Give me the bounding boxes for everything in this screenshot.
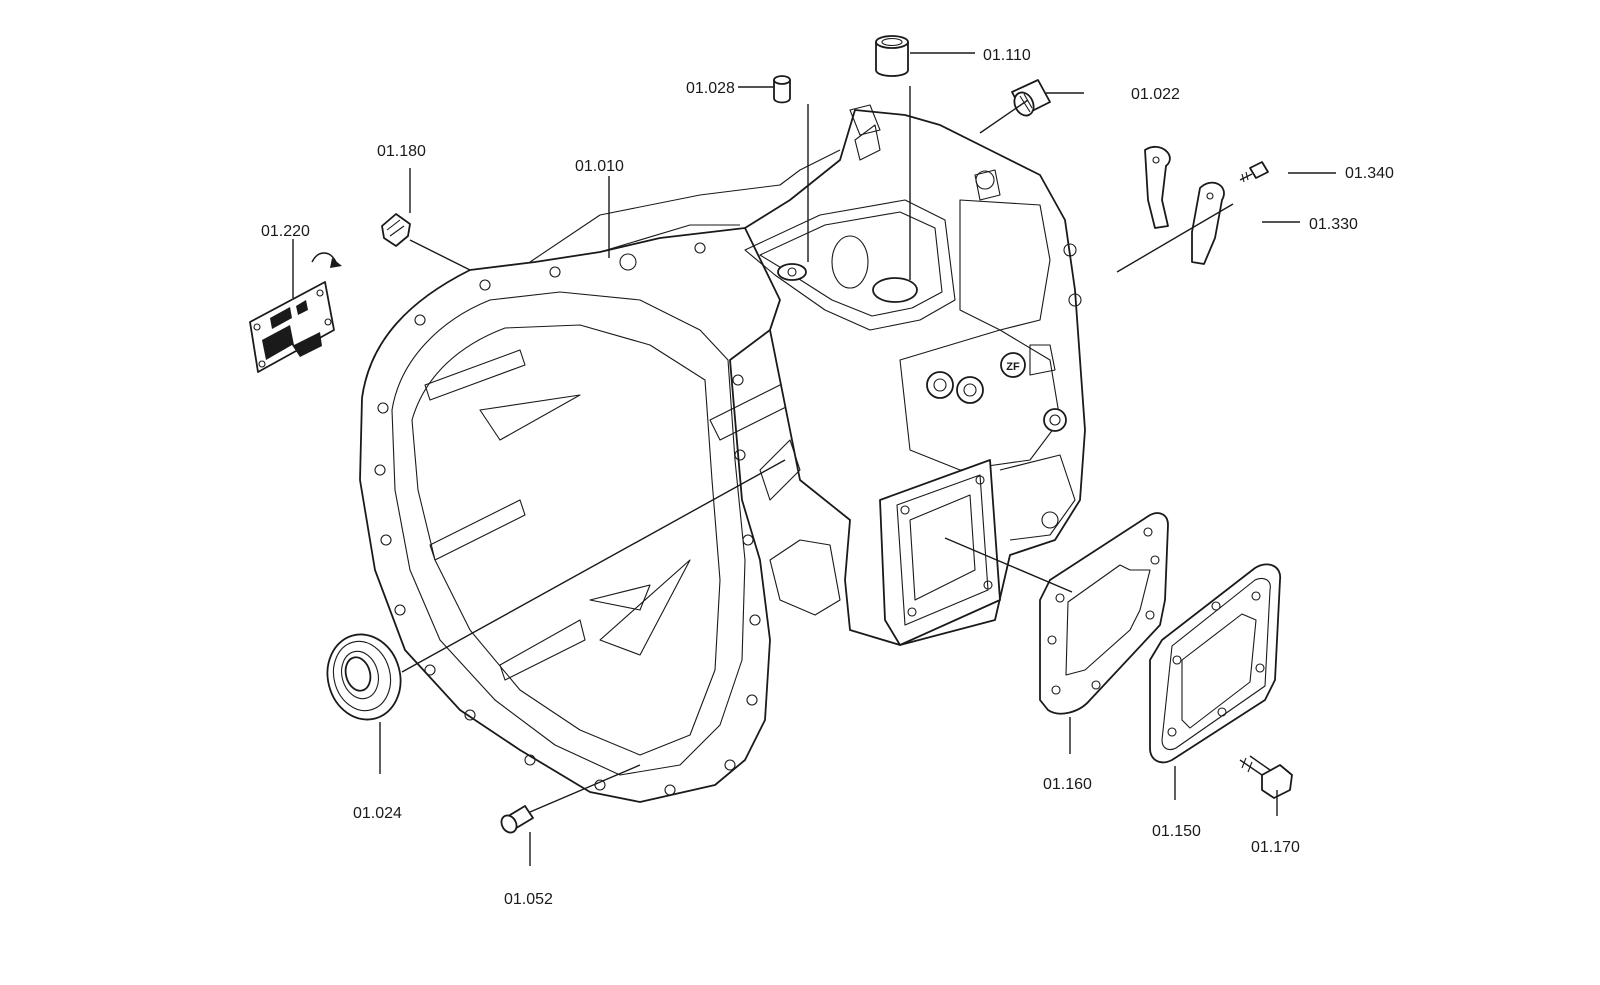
- label-01-110: 01.110: [983, 47, 1031, 64]
- type-plate: [249, 281, 335, 373]
- label-01-010: 01.010: [575, 158, 624, 175]
- part-labels: 01.010 01.022 01.024 01.028 01.052 01.11…: [261, 47, 1394, 908]
- transmission-housing: ZF: [359, 104, 1086, 803]
- zf-logo: ZF: [1000, 352, 1026, 378]
- retainer-screw: [1239, 161, 1269, 183]
- label-01-340: 01.340: [1345, 165, 1394, 182]
- label-01-180: 01.180: [377, 143, 426, 160]
- label-01-220: 01.220: [261, 223, 310, 240]
- flange-holes: [374, 242, 761, 796]
- cover-plate: [1149, 563, 1281, 764]
- label-01-150: 01.150: [1152, 823, 1201, 840]
- shaft-seal: [326, 633, 402, 721]
- retainer-plate: [1144, 145, 1225, 265]
- svg-text:ZF: ZF: [1006, 361, 1020, 373]
- label-01-330: 01.330: [1309, 216, 1358, 233]
- label-01-024: 01.024: [353, 805, 402, 822]
- screw-plug: [381, 213, 411, 247]
- cover-screw: [1239, 755, 1293, 799]
- bush: [1011, 79, 1051, 117]
- label-01-022: 01.022: [1131, 86, 1180, 103]
- label-01-052: 01.052: [504, 891, 553, 908]
- needle-bearing: [875, 35, 909, 77]
- label-01-160: 01.160: [1043, 776, 1092, 793]
- sleeve-pin: [500, 805, 534, 834]
- label-01-028: 01.028: [686, 80, 735, 97]
- rotate-arrow-icon: [311, 252, 342, 268]
- gasket: [1039, 512, 1169, 715]
- label-01-170: 01.170: [1251, 839, 1300, 856]
- leader-lines: [292, 52, 1336, 866]
- small-bush: [773, 75, 791, 104]
